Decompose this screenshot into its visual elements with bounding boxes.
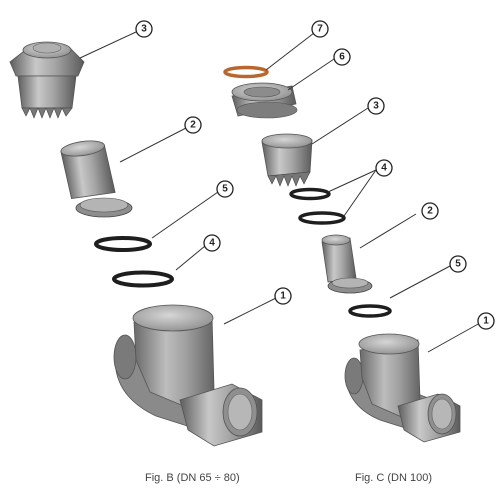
svg-text:4: 4 — [209, 238, 215, 249]
callout-c-1: 1 — [477, 312, 495, 330]
svg-text:2: 2 — [427, 206, 433, 217]
leader-b-1 — [223, 297, 277, 325]
part-2-stem — [60, 140, 133, 218]
leader-b-5 — [151, 191, 219, 239]
svg-text:7: 7 — [317, 24, 323, 35]
callout-c-5: 5 — [449, 255, 467, 273]
leader-c-7 — [265, 32, 315, 71]
part-5-o-ring-c — [348, 304, 392, 318]
svg-text:1: 1 — [280, 291, 286, 302]
leader-c-2 — [359, 213, 417, 249]
leader-c-4a — [327, 169, 377, 193]
part-2-stem-c — [321, 234, 373, 294]
svg-text:2: 2 — [190, 120, 196, 131]
caption-fig-b: Fig. B (DN 65 ÷ 80) — [145, 472, 240, 484]
part-6-cap-nut — [231, 82, 298, 119]
part-4-o-ring-upper — [289, 187, 331, 201]
svg-text:5: 5 — [222, 184, 228, 195]
callout-b-1: 1 — [274, 287, 292, 305]
part-5-o-ring — [94, 236, 152, 252]
leader-c-5 — [389, 265, 451, 299]
leader-b-2 — [119, 127, 187, 163]
leader-b-3 — [79, 31, 137, 59]
svg-text:4: 4 — [381, 163, 387, 174]
figure-c: 7 6 3 4 2 5 1 — [223, 20, 495, 443]
svg-text:3: 3 — [373, 101, 379, 112]
callout-c-4: 4 — [375, 159, 393, 177]
svg-text:5: 5 — [455, 259, 461, 270]
part-7-o-ring — [223, 65, 269, 79]
callout-b-3: 3 — [135, 20, 153, 38]
leader-c-1 — [427, 322, 481, 353]
part-3-bonnet — [9, 41, 85, 119]
part-4-o-ring-lower — [298, 211, 346, 225]
part-4-o-ring — [112, 270, 174, 288]
leader-c-3 — [311, 107, 369, 145]
callout-c-6: 6 — [333, 48, 351, 66]
leader-b-4 — [175, 245, 206, 271]
leader-c-6 — [287, 58, 335, 91]
part-3-bonnet-c — [261, 133, 313, 187]
part-1-valve-body-c — [344, 333, 461, 443]
svg-text:6: 6 — [339, 52, 345, 63]
caption-fig-c: Fig. C (DN 100) — [355, 472, 433, 484]
callout-c-2: 2 — [421, 202, 439, 220]
figure-b: 3 2 5 4 1 — [9, 20, 292, 447]
callout-b-4: 4 — [203, 234, 221, 252]
callout-b-2: 2 — [184, 116, 202, 134]
part-1-valve-body — [113, 304, 263, 447]
callout-c-3: 3 — [367, 97, 385, 115]
svg-text:3: 3 — [141, 24, 147, 35]
svg-text:1: 1 — [483, 316, 489, 327]
callout-b-5: 5 — [216, 180, 234, 198]
leader-c-4b — [343, 169, 377, 217]
callout-c-7: 7 — [311, 20, 329, 38]
